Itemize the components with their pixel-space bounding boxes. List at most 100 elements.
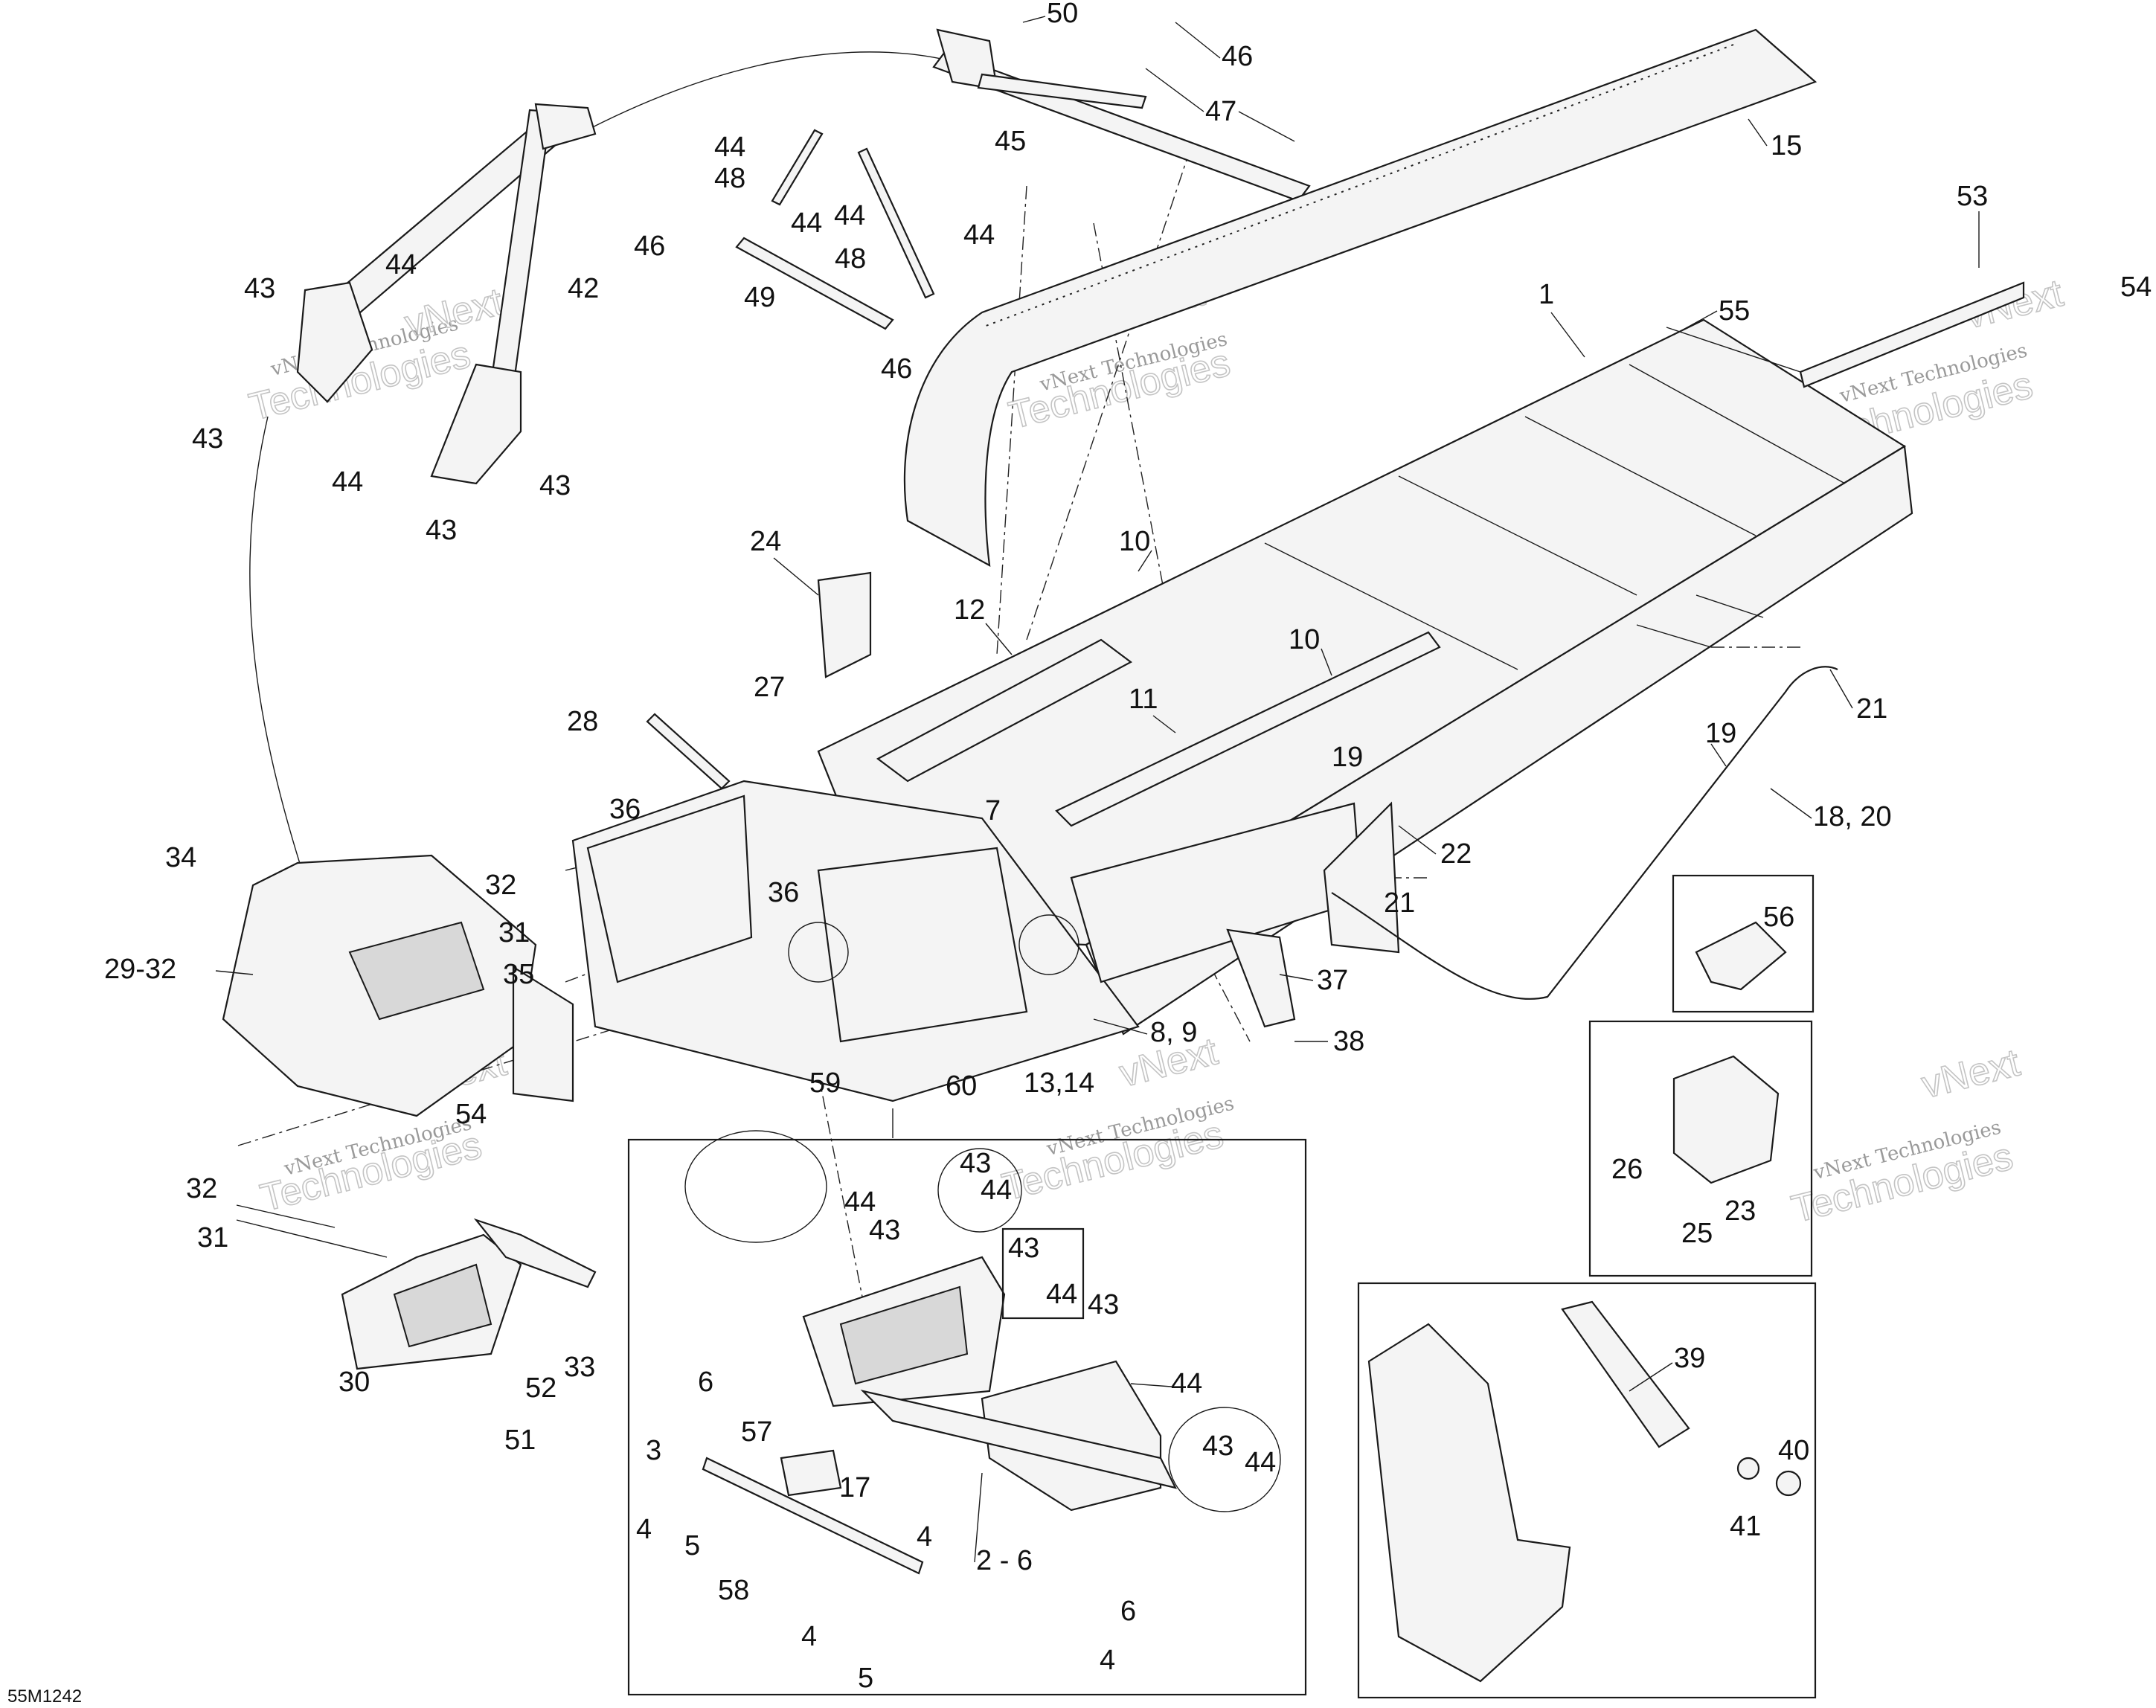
lower-left-bracket-30 xyxy=(341,1218,597,1370)
callout-44: 44 xyxy=(834,200,865,231)
callout-48: 48 xyxy=(835,243,866,274)
cradle-left-plate xyxy=(586,794,753,983)
callout-43: 43 xyxy=(426,515,457,546)
callout-44: 44 xyxy=(963,219,995,251)
callout-42: 42 xyxy=(568,273,599,304)
callout-5: 5 xyxy=(684,1530,700,1561)
callout-58: 58 xyxy=(718,1575,749,1606)
callout-labels: 50 46 47 45 44 48 44 44 46 48 44 49 46 1… xyxy=(104,0,2152,1694)
cradle-right-plate xyxy=(817,847,1028,1043)
watermark-large: vNext xyxy=(1917,1041,2024,1107)
callout-34: 34 xyxy=(165,842,196,873)
callout-55: 55 xyxy=(1719,295,1750,327)
callout-54: 54 xyxy=(455,1099,487,1130)
callout-19: 19 xyxy=(1705,718,1736,749)
skid-plate xyxy=(860,1390,1178,1489)
brace-rod-49 xyxy=(735,237,894,330)
callout-47: 47 xyxy=(1205,96,1236,127)
rib xyxy=(1629,364,1846,484)
cross-rod xyxy=(977,73,1147,109)
callout-4: 4 xyxy=(917,1521,932,1553)
callout-6: 6 xyxy=(1120,1596,1136,1627)
callout-46: 46 xyxy=(634,231,665,262)
hole xyxy=(1018,914,1079,975)
callout-43: 43 xyxy=(244,273,275,304)
leader xyxy=(985,623,1013,655)
callout-39: 39 xyxy=(1674,1343,1705,1374)
engine-cradle xyxy=(571,780,1400,1102)
steering-support-assembly xyxy=(296,28,1311,485)
callout-4: 4 xyxy=(801,1621,817,1652)
front-suspension-module xyxy=(222,854,574,1117)
bracket-arm xyxy=(473,1218,597,1288)
callout-44: 44 xyxy=(1046,1279,1077,1310)
callout-24: 24 xyxy=(750,526,781,557)
tunnel-rail-10b xyxy=(1055,631,1441,827)
bracket-37 xyxy=(1226,928,1296,1028)
callout-43: 43 xyxy=(1202,1431,1233,1462)
washer-41 xyxy=(1736,1457,1760,1480)
callout-46: 46 xyxy=(1222,41,1253,72)
leader xyxy=(1629,1362,1673,1392)
callout-46: 46 xyxy=(881,353,912,385)
leader xyxy=(1398,825,1437,855)
leader xyxy=(1138,550,1152,572)
misc-parts xyxy=(646,281,2025,1028)
callout-4: 4 xyxy=(636,1514,652,1545)
brace-rod-48 xyxy=(771,129,824,206)
upper-bracket xyxy=(534,103,597,150)
callout-32: 32 xyxy=(186,1173,217,1204)
rib xyxy=(1636,624,1712,648)
callout-15: 15 xyxy=(1771,130,1802,161)
callout-44: 44 xyxy=(1171,1368,1202,1399)
callout-43: 43 xyxy=(539,470,571,501)
rod-28 xyxy=(646,713,731,790)
callout-17: 17 xyxy=(839,1472,870,1503)
callout-53: 53 xyxy=(1957,181,1988,212)
leader xyxy=(1279,974,1314,981)
callout-19: 19 xyxy=(1332,742,1363,773)
callout-4: 4 xyxy=(1100,1645,1115,1676)
brace-rod-48 xyxy=(857,147,935,299)
label-leaders xyxy=(215,16,1980,1563)
callout-50: 50 xyxy=(1047,0,1078,29)
callout-52: 52 xyxy=(525,1372,556,1404)
bracket-17 xyxy=(780,1449,842,1497)
bumper-assembly xyxy=(627,1130,1307,1696)
callout-44: 44 xyxy=(791,208,822,239)
callout-44: 44 xyxy=(844,1187,876,1218)
callout-30: 30 xyxy=(339,1367,370,1398)
detail-bubble xyxy=(937,1148,1022,1233)
diagram-code: 55M1242 xyxy=(7,1686,82,1707)
detail-box-56 xyxy=(1672,874,1815,1013)
callout-3: 3 xyxy=(646,1435,661,1466)
callout-11: 11 xyxy=(1129,684,1158,715)
callout-6: 6 xyxy=(698,1367,713,1398)
callout-44: 44 xyxy=(714,132,745,163)
leader xyxy=(1321,648,1332,676)
callout-43: 43 xyxy=(1088,1289,1119,1320)
callout-12: 12 xyxy=(954,594,985,626)
right-mount-bracket xyxy=(430,363,522,485)
leader xyxy=(236,1204,388,1258)
callout-49: 49 xyxy=(744,282,775,313)
callout-13-14: 13,14 xyxy=(1024,1068,1094,1099)
callout-57: 57 xyxy=(741,1416,772,1448)
callout-41: 41 xyxy=(1730,1511,1761,1542)
callout-38: 38 xyxy=(1333,1026,1364,1057)
callout-36: 36 xyxy=(609,794,641,825)
leader xyxy=(1748,118,1768,147)
callout-56: 56 xyxy=(1763,902,1794,933)
callout-33: 33 xyxy=(564,1352,595,1383)
callout-8-9: 8, 9 xyxy=(1150,1017,1197,1048)
leader xyxy=(974,1472,983,1563)
side-frame xyxy=(1367,1323,1571,1683)
callout-32: 32 xyxy=(485,870,516,901)
bumper-opening xyxy=(839,1285,969,1385)
rail-53 xyxy=(1799,281,2025,388)
callout-54: 54 xyxy=(2120,272,2152,303)
rib xyxy=(1524,416,1756,536)
callout-43: 43 xyxy=(192,423,223,455)
callout-43: 43 xyxy=(960,1148,991,1179)
callout-28: 28 xyxy=(567,706,598,737)
